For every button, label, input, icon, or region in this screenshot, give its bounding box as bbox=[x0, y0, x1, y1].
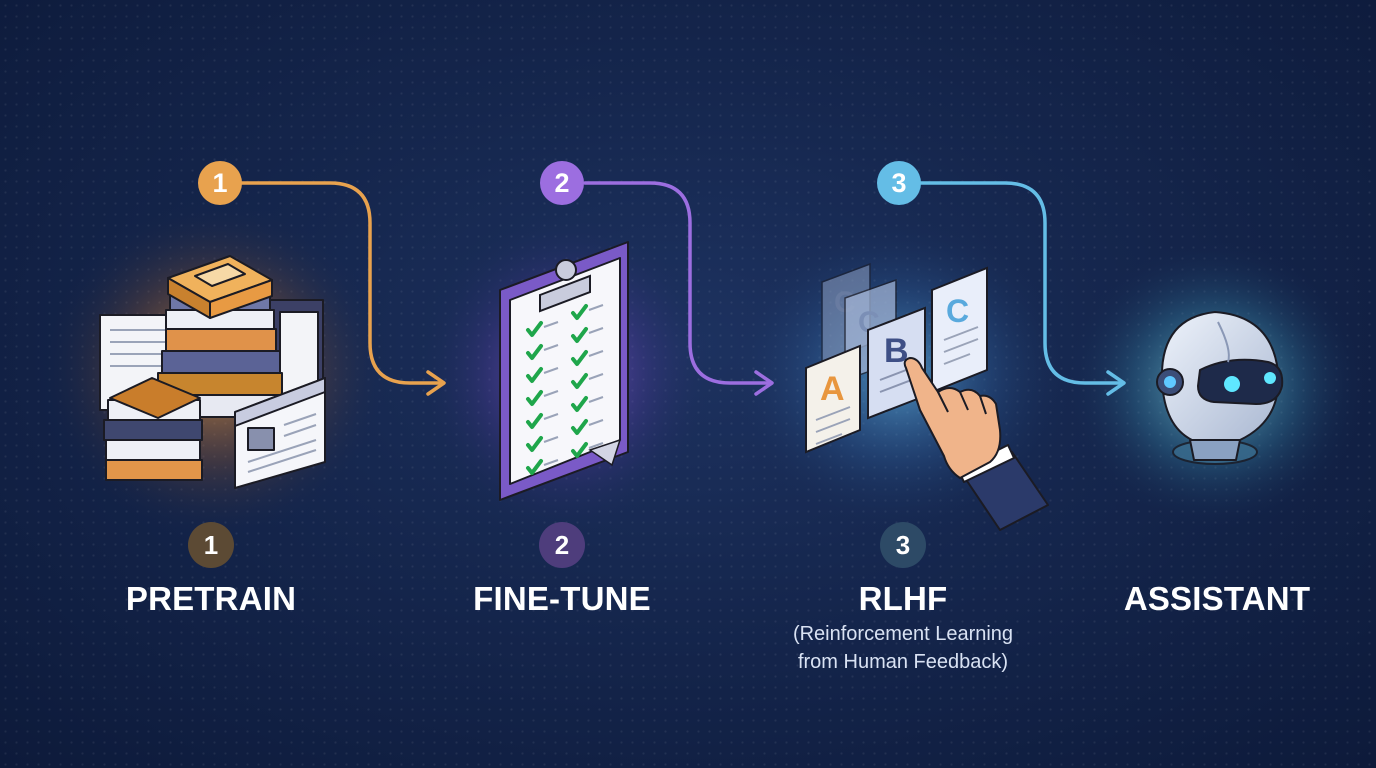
step-1-badge: 1 bbox=[188, 522, 234, 568]
robot-head-icon bbox=[1156, 311, 1284, 465]
arrow-1 bbox=[240, 181, 446, 396]
check-mark-icon bbox=[571, 396, 588, 412]
check-mark-icon bbox=[526, 321, 543, 337]
pretrain-label: PRETRAIN bbox=[125, 580, 297, 617]
check-line bbox=[588, 396, 604, 403]
check-mark-icon bbox=[526, 344, 543, 360]
check-mark-icon bbox=[571, 419, 588, 435]
check-line bbox=[543, 367, 559, 374]
abc-choice-cards-icon: C C C B A bbox=[805, 262, 988, 454]
check-line bbox=[543, 413, 559, 420]
check-line bbox=[543, 344, 559, 351]
check-line bbox=[543, 321, 559, 328]
finetune-label: FINE-TUNE bbox=[473, 580, 651, 617]
rlhf-subtitle: (Reinforcement Learning from Human Feedb… bbox=[743, 620, 1063, 676]
check-line bbox=[588, 304, 604, 311]
arrow-3 bbox=[919, 181, 1126, 396]
check-mark-icon bbox=[571, 350, 588, 366]
check-mark-icon bbox=[526, 459, 543, 475]
rlhf-label: RLHF bbox=[858, 580, 948, 617]
step-2-badge: 2 bbox=[539, 522, 585, 568]
check-mark-icon bbox=[571, 442, 588, 458]
check-line bbox=[588, 419, 604, 426]
checklist-clipboard-icon bbox=[499, 241, 629, 501]
step-1-top-circle: 1 bbox=[198, 161, 242, 205]
arrow-2 bbox=[583, 181, 774, 396]
check-mark-icon bbox=[571, 327, 588, 343]
check-line bbox=[588, 442, 604, 449]
books-stack-icon bbox=[99, 255, 326, 489]
assistant-label: ASSISTANT bbox=[1123, 580, 1311, 617]
check-line bbox=[543, 436, 559, 443]
check-mark-icon bbox=[571, 304, 588, 320]
card-c: C bbox=[946, 293, 969, 329]
pointing-hand-icon bbox=[903, 357, 1049, 531]
step-3-top-circle: 3 bbox=[877, 161, 921, 205]
check-mark-icon bbox=[526, 367, 543, 383]
check-line bbox=[588, 373, 604, 380]
check-mark-icon bbox=[526, 413, 543, 429]
step-3-badge: 3 bbox=[880, 522, 926, 568]
check-line bbox=[543, 390, 559, 397]
card-a: A bbox=[820, 370, 845, 408]
check-line bbox=[543, 459, 559, 466]
check-mark-icon bbox=[571, 373, 588, 389]
rlhf-subtitle-line-2: from Human Feedback) bbox=[797, 651, 1009, 673]
check-mark-icon bbox=[526, 436, 543, 452]
step-2-top-circle: 2 bbox=[540, 161, 584, 205]
rlhf-subtitle-line-1: (Reinforcement Learning bbox=[792, 623, 1014, 645]
check-mark-icon bbox=[526, 390, 543, 406]
check-line bbox=[588, 350, 604, 357]
check-line bbox=[588, 327, 604, 334]
